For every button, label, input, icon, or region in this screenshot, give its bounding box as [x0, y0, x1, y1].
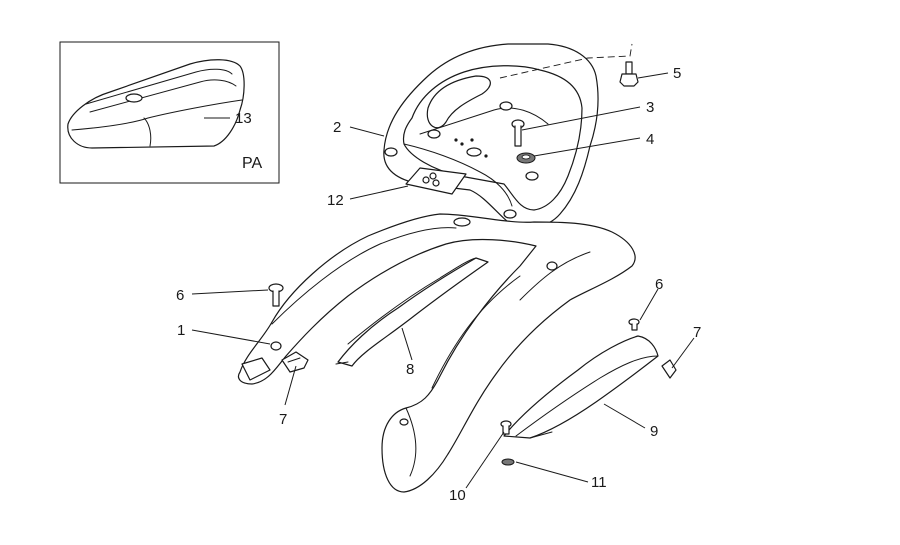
callout-7-right: 7 — [693, 324, 701, 341]
assembly-dashed-line — [499, 43, 633, 79]
callout-3: 3 — [646, 99, 654, 116]
inset-panel: PA — [59, 41, 280, 184]
clip-7-left-illustration — [281, 351, 309, 373]
callout-2: 2 — [333, 119, 341, 136]
rear-cover-illustration — [237, 213, 636, 493]
callout-1: 1 — [177, 322, 185, 339]
callout-12: 12 — [327, 192, 344, 209]
callout-6-right: 6 — [655, 276, 663, 293]
callout-4: 4 — [646, 131, 654, 148]
callout-8: 8 — [406, 361, 414, 378]
callout-13: 13 — [235, 110, 252, 127]
screw-6-right-illustration — [628, 318, 640, 331]
callout-6-left: 6 — [176, 287, 184, 304]
nut-4-illustration — [516, 152, 536, 164]
callout-9: 9 — [650, 423, 658, 440]
plate-12-illustration — [405, 167, 467, 195]
passenger-seat-illustration — [67, 59, 245, 149]
screw-3-illustration — [511, 119, 525, 147]
callout-5: 5 — [673, 65, 681, 82]
callout-labels: 13 2 3 4 5 12 6 1 7 8 6 7 9 10 11 — [176, 65, 701, 504]
leader-lines — [191, 72, 695, 489]
trim-strip-8-illustration — [335, 257, 489, 367]
bolt-5-illustration — [619, 61, 639, 87]
callout-10: 10 — [449, 487, 466, 504]
screw-10-illustration — [500, 420, 512, 435]
callout-7-left: 7 — [279, 411, 287, 428]
callout-11: 11 — [591, 474, 607, 491]
side-panel-9-illustration — [503, 335, 659, 439]
clip-7-right-illustration — [661, 359, 677, 379]
luggage-rack-illustration — [383, 43, 599, 229]
screw-6-left-illustration — [268, 283, 284, 307]
inset-label-pa: PA — [242, 155, 262, 172]
washer-11-illustration — [501, 458, 515, 466]
